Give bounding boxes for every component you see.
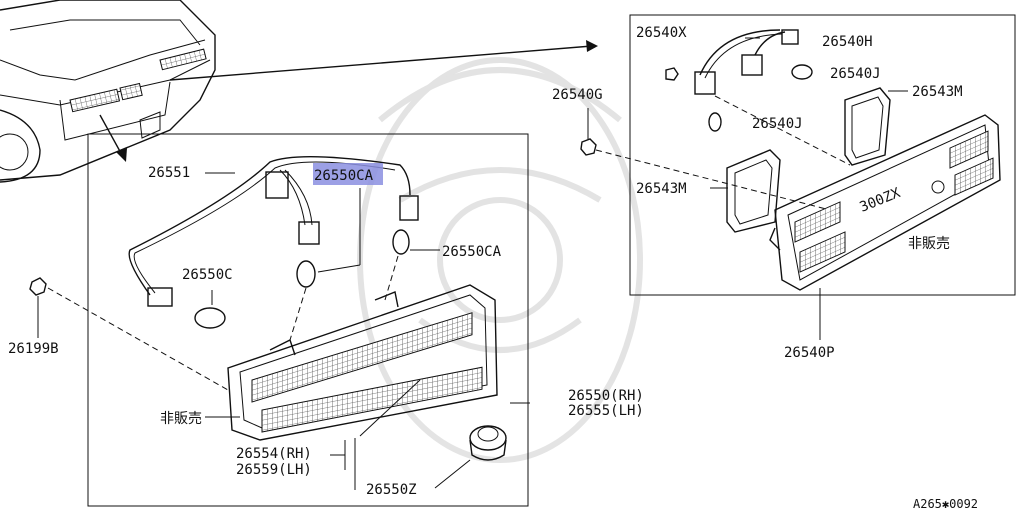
label-26540j-mid: 26540J — [752, 116, 803, 132]
part-labels: 26551 26550CA 26550CA 26550C 26199B 2655… — [8, 25, 978, 511]
label-26540j-top: 26540J — [830, 66, 881, 82]
clip-26540g — [580, 108, 831, 211]
callout-arrows — [99, 40, 598, 162]
lamp-assembly-26550 — [227, 284, 498, 441]
wire-harness-right — [665, 29, 851, 166]
gasket-26543m — [726, 87, 891, 233]
badge-300zx: 300ZX — [858, 185, 904, 216]
label-26550ca-top: 26550CA — [314, 168, 374, 184]
label-26550c: 26550C — [182, 267, 233, 283]
label-26550ca-side: 26550CA — [442, 244, 502, 260]
right-detail-box — [629, 14, 1016, 296]
label-26550-rh: 26550(RH) — [568, 388, 644, 404]
nut-26199b — [29, 277, 229, 391]
car-rear-illustration — [0, 0, 216, 183]
label-26543m-left: 26543M — [636, 181, 687, 197]
label-26554-rh: 26554(RH) — [236, 446, 312, 462]
label-26559-lh: 26559(LH) — [236, 462, 312, 478]
garnish-26540p — [710, 90, 1001, 340]
label-26540g: 26540G — [552, 87, 603, 103]
label-not-for-sale-right: 非販売 — [908, 236, 950, 252]
label-26540p: 26540P — [784, 345, 835, 361]
label-26543m-top: 26543M — [912, 84, 963, 100]
highlight-box — [313, 163, 383, 185]
reference-code: A265✱0092 — [913, 497, 978, 511]
bulbs-left — [194, 188, 440, 341]
label-26555-lh: 26555(LH) — [568, 403, 644, 419]
grommet-26550z — [434, 425, 507, 489]
left-detail-box — [87, 133, 529, 507]
label-26540h: 26540H — [822, 34, 873, 50]
label-26550z: 26550Z — [366, 482, 417, 498]
wire-harness-26551 — [128, 155, 419, 307]
leader-lines-left — [205, 402, 530, 490]
label-not-for-sale-left: 非販売 — [160, 411, 202, 427]
label-26540x: 26540X — [636, 25, 687, 41]
label-26199b: 26199B — [8, 341, 59, 357]
label-26551: 26551 — [148, 165, 190, 181]
